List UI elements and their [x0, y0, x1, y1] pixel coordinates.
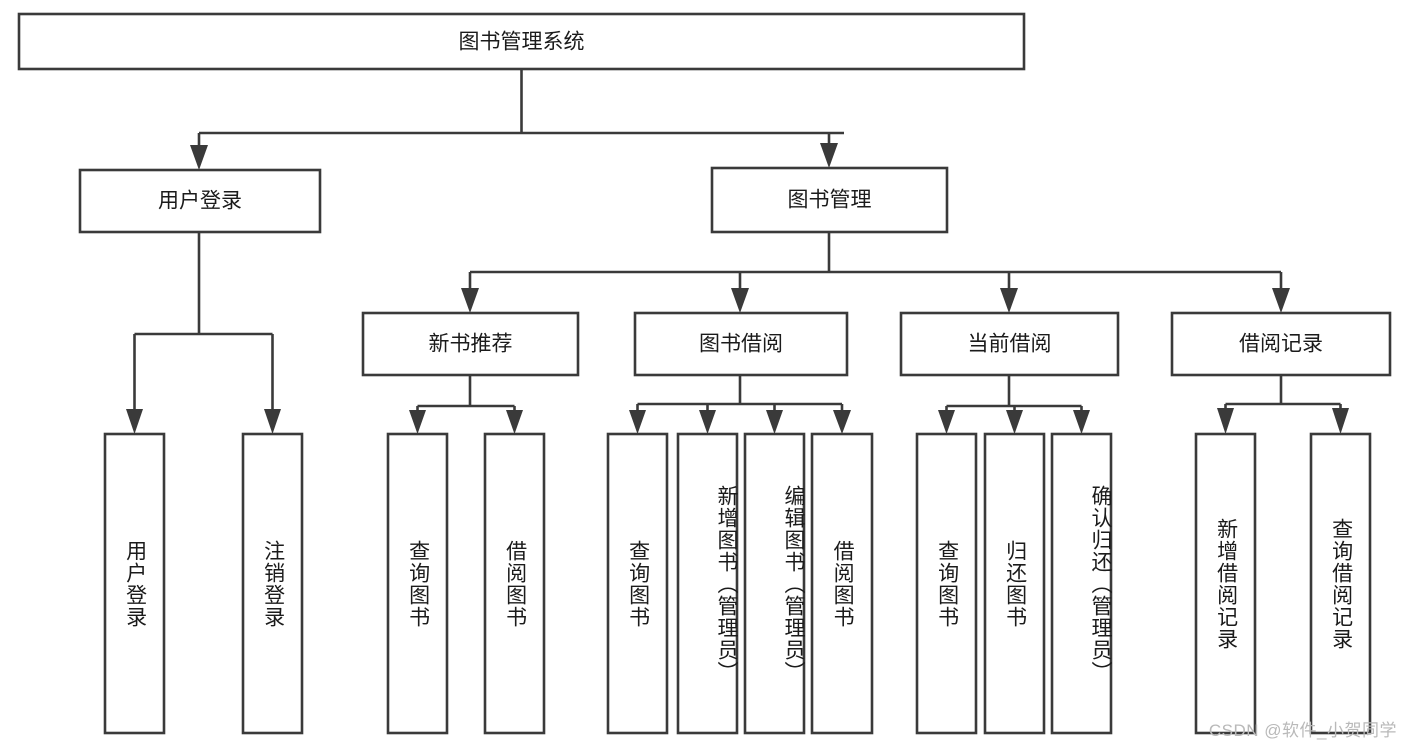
connector-group-book-borrow	[629, 375, 851, 434]
arrow-head-new-book-recommend	[461, 288, 479, 313]
connector-group-new-book-recommend	[409, 375, 523, 434]
node-current-borrow-label: 当前借阅	[968, 333, 1052, 356]
node-borrow-record[interactable]: 借阅记录	[1170, 311, 1392, 377]
node-book-management-label: 图书管理	[788, 189, 872, 212]
watermark-label: CSDN @软件_小贺同学	[1208, 721, 1397, 740]
arrow-head-book-management	[820, 143, 838, 168]
arrow-head-leaf-query-book-borrow	[629, 410, 646, 434]
node-leaf-query-book-borrow-box[interactable]	[606, 432, 669, 735]
node-new-book-recommend-label: 新书推荐	[429, 333, 513, 356]
node-new-book-recommend[interactable]: 新书推荐	[361, 311, 580, 377]
node-book-borrow-label: 图书借阅	[699, 333, 783, 356]
arrow-head-borrow-record	[1272, 288, 1290, 313]
arrow-head-leaf-confirm-return-admin	[1073, 410, 1090, 434]
arrow-head-leaf-borrow-book	[833, 410, 851, 434]
node-leaf-borrow-book-recommend-box[interactable]	[483, 432, 546, 735]
node-leaf-user-login-box[interactable]	[103, 432, 166, 735]
arrow-head-leaf-user-logout	[264, 409, 281, 434]
node-leaf-edit-book-admin-box[interactable]	[743, 432, 806, 735]
node-leaf-add-borrow-record-box[interactable]	[1194, 432, 1257, 735]
arrow-head-leaf-query-book-recommend	[409, 410, 426, 434]
node-new-book-recommend-box[interactable]	[361, 311, 580, 377]
connector-group-root	[190, 69, 844, 170]
connector-group-user-login	[126, 232, 281, 434]
arrow-head-leaf-query-book-current	[938, 410, 955, 434]
connector-group-current-borrow	[938, 375, 1090, 434]
node-leaf-add-book-admin-box[interactable]	[676, 432, 739, 735]
arrow-head-leaf-return-book	[1006, 410, 1023, 434]
node-leaf-return-book-box[interactable]	[983, 432, 1046, 735]
node-borrow-record-label: 借阅记录	[1239, 333, 1323, 356]
node-leaf-borrow-book-box[interactable]	[810, 432, 874, 735]
node-leaf-query-book-current-box[interactable]	[915, 432, 978, 735]
arrow-head-current-borrow	[1000, 288, 1018, 313]
node-user-login-box[interactable]	[78, 168, 322, 234]
arrow-head-leaf-edit-book-admin	[766, 410, 783, 434]
connector-group-borrow-record	[1217, 375, 1349, 434]
node-root[interactable]: 图书管理系统	[17, 12, 1026, 71]
node-leaf-query-borrow-record-box[interactable]	[1309, 432, 1372, 735]
arrow-head-leaf-query-borrow-record	[1332, 408, 1349, 434]
arrow-head-leaf-borrow-book-recommend	[506, 410, 523, 434]
node-user-login[interactable]: 用户登录	[78, 168, 322, 234]
node-leaf-query-book-recommend-box[interactable]	[386, 432, 449, 735]
node-book-borrow-box[interactable]	[633, 311, 849, 377]
node-borrow-record-box[interactable]	[1170, 311, 1392, 377]
node-book-management-box[interactable]	[710, 166, 949, 234]
node-user-login-label: 用户登录	[158, 190, 242, 213]
node-current-borrow-box[interactable]	[899, 311, 1120, 377]
connector-group-book-management	[461, 232, 1290, 313]
arrow-head-user-login	[190, 145, 208, 170]
node-leaf-confirm-return-admin-box[interactable]	[1050, 432, 1113, 735]
node-book-management[interactable]: 图书管理	[710, 166, 949, 234]
node-book-borrow[interactable]: 图书借阅	[633, 311, 849, 377]
node-leaf-user-logout-box[interactable]	[241, 432, 304, 735]
node-current-borrow[interactable]: 当前借阅	[899, 311, 1120, 377]
arrow-head-book-borrow	[731, 288, 749, 313]
node-root-label: 图书管理系统	[459, 31, 585, 54]
node-root-box[interactable]	[17, 12, 1026, 71]
arrow-head-leaf-user-login	[126, 409, 143, 434]
arrow-head-leaf-add-book-admin	[699, 410, 716, 434]
arrow-head-leaf-add-borrow-record	[1217, 408, 1234, 434]
